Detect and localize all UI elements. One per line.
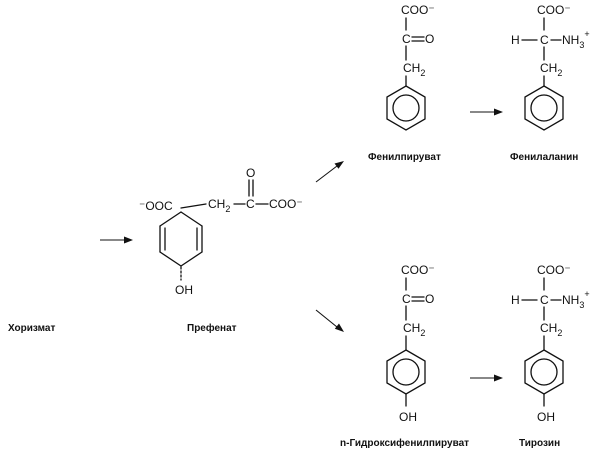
hydroxyphenylpyruvate-label: n-Гидроксифенилпируват bbox=[340, 437, 469, 449]
phenylalanine-structure: COO⁻ H C NH3+ CH2 bbox=[511, 3, 590, 131]
phenylalanine-carboxyl: COO⁻ bbox=[537, 3, 571, 17]
prephenate-right-carboxyl: COO⁻ bbox=[269, 197, 303, 211]
tyrosine-structure: COO⁻ H C NH3+ CH2 OH bbox=[511, 263, 590, 424]
prephenate-ch2: CH2 bbox=[208, 197, 230, 214]
phenylpyruvate-carbonyl-c: C bbox=[402, 32, 411, 46]
arrow-prephenate-to-phenylpyruvate bbox=[315, 161, 344, 183]
phenylpyruvate-carbonyl-o: O bbox=[425, 32, 434, 46]
hydroxyphenylpyruvate-ch2: CH2 bbox=[403, 321, 425, 338]
phenylpyruvate-label: Фенилпируват bbox=[368, 152, 441, 163]
prephenate-left-carboxyl: ⁻OOC bbox=[139, 199, 173, 213]
phenylpyruvate-carboxyl: COO⁻ bbox=[401, 3, 435, 17]
phenylpyruvate-ch2: CH2 bbox=[403, 61, 425, 78]
arrow-hydroxyphenylpyruvate-to-tyrosine bbox=[470, 374, 503, 382]
hydroxyphenylpyruvate-carbonyl-o: O bbox=[425, 292, 434, 306]
phenylalanine-h: H bbox=[511, 33, 520, 47]
prephenate-carbonyl-c: C bbox=[246, 197, 255, 211]
prephenate-carbonyl-o: O bbox=[246, 166, 255, 180]
arrow-chorismate-to-prephenate bbox=[100, 236, 133, 244]
phenylalanine-amino: NH3+ bbox=[562, 29, 590, 50]
phenylpyruvate-structure: COO⁻ C O CH2 bbox=[386, 3, 435, 131]
prephenate-structure: ⁻OOC CH2 C O COO⁻ OH bbox=[139, 166, 303, 297]
tyrosine-ch2: CH2 bbox=[540, 321, 562, 338]
hydroxyphenylpyruvate-hydroxyl: OH bbox=[399, 410, 417, 424]
phenylalanine-alpha-c: C bbox=[540, 33, 549, 47]
hydroxyphenylpyruvate-structure: COO⁻ C O CH2 OH bbox=[386, 263, 435, 424]
tyrosine-h: H bbox=[511, 293, 520, 307]
tyrosine-alpha-c: C bbox=[540, 293, 549, 307]
prephenate-label: Префенат bbox=[187, 322, 237, 334]
tyrosine-hydroxyl: OH bbox=[537, 410, 555, 424]
phenylalanine-label: Фенилаланин bbox=[510, 152, 578, 163]
prephenate-hydroxyl: OH bbox=[175, 283, 193, 297]
phenylalanine-ch2: CH2 bbox=[540, 61, 562, 78]
hydroxyphenylpyruvate-carboxyl: COO⁻ bbox=[401, 263, 435, 277]
chorismate-label: Хоризмат bbox=[8, 323, 55, 334]
tyrosine-carboxyl: COO⁻ bbox=[537, 263, 571, 277]
tyrosine-label: Тирозин bbox=[519, 438, 560, 449]
hydroxyphenylpyruvate-carbonyl-c: C bbox=[402, 292, 411, 306]
arrow-prephenate-to-hydroxyphenylpyruvate bbox=[315, 309, 344, 332]
tyrosine-amino: NH3+ bbox=[562, 289, 590, 310]
arrow-phenylpyruvate-to-phenylalanine bbox=[470, 108, 503, 116]
